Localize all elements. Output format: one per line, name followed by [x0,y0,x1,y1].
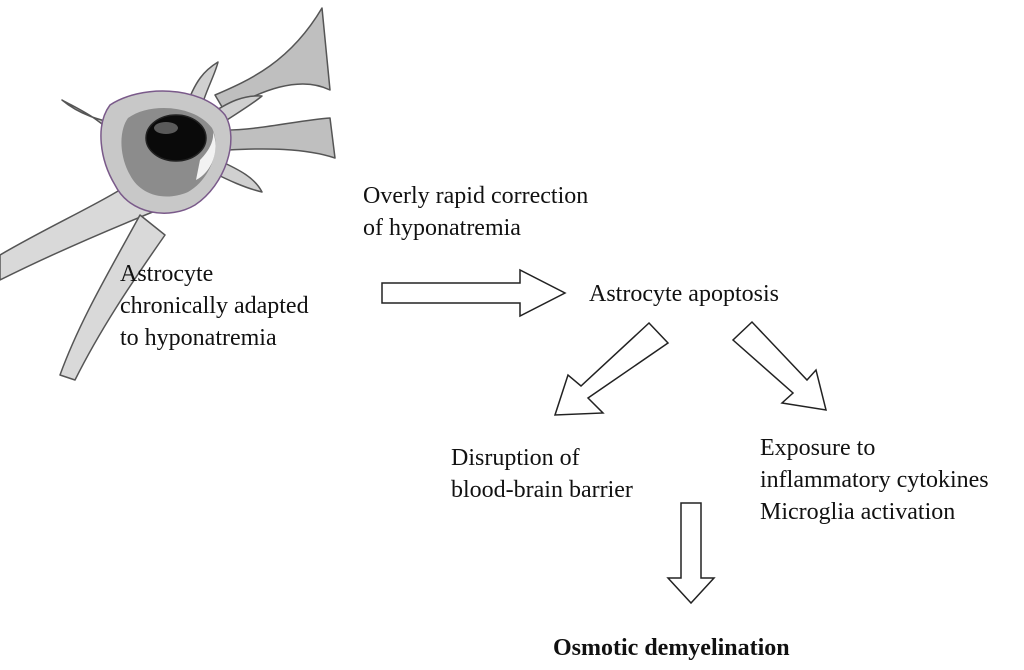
astrocyte-illustration [0,7,336,381]
trigger-label-line-1: Overly rapid correction [363,183,589,209]
bbb-label-line-1: Disruption of [451,445,580,471]
astrocyte-highlight [196,132,216,180]
apoptosis-label: Astrocyte apoptosis [589,281,779,307]
astrocyte-label-line-2: chronically adapted [120,293,309,319]
trigger-label-line-2: of hyponatremia [363,215,521,241]
astrocyte-label: Astrocyte chronically adapted to hyponat… [120,258,309,354]
bbb-label-line-2: blood-brain barrier [451,477,633,503]
arrow-to-bbb-disruption [553,321,670,416]
arrow-to-cytokines [731,320,828,411]
astrocyte-process-upper-right [214,7,331,113]
cytokines-label: Exposure to inflammatory cytokines Micro… [760,432,989,528]
demyelination-label: Osmotic demyelination [553,635,790,661]
astrocyte-label-line-1: Astrocyte [120,261,214,287]
cytokines-label-line-3: Microglia activation [760,499,956,525]
cytokines-label-line-2: inflammatory cytokines [760,467,989,493]
trigger-label: Overly rapid correction of hyponatremia [363,180,588,244]
arrow-to-apoptosis [381,268,567,318]
astrocyte-label-line-3: to hyponatremia [120,325,277,351]
cytokines-label-line-1: Exposure to [760,435,876,461]
bbb-disruption-label: Disruption of blood-brain barrier [451,442,633,506]
arrow-to-demyelination [666,502,716,605]
astrocyte-nucleus [145,114,207,162]
astrocyte-process-right [224,117,336,159]
astrocyte-process-lower [59,214,166,381]
astrocyte-nucleus-highlight [154,122,178,134]
